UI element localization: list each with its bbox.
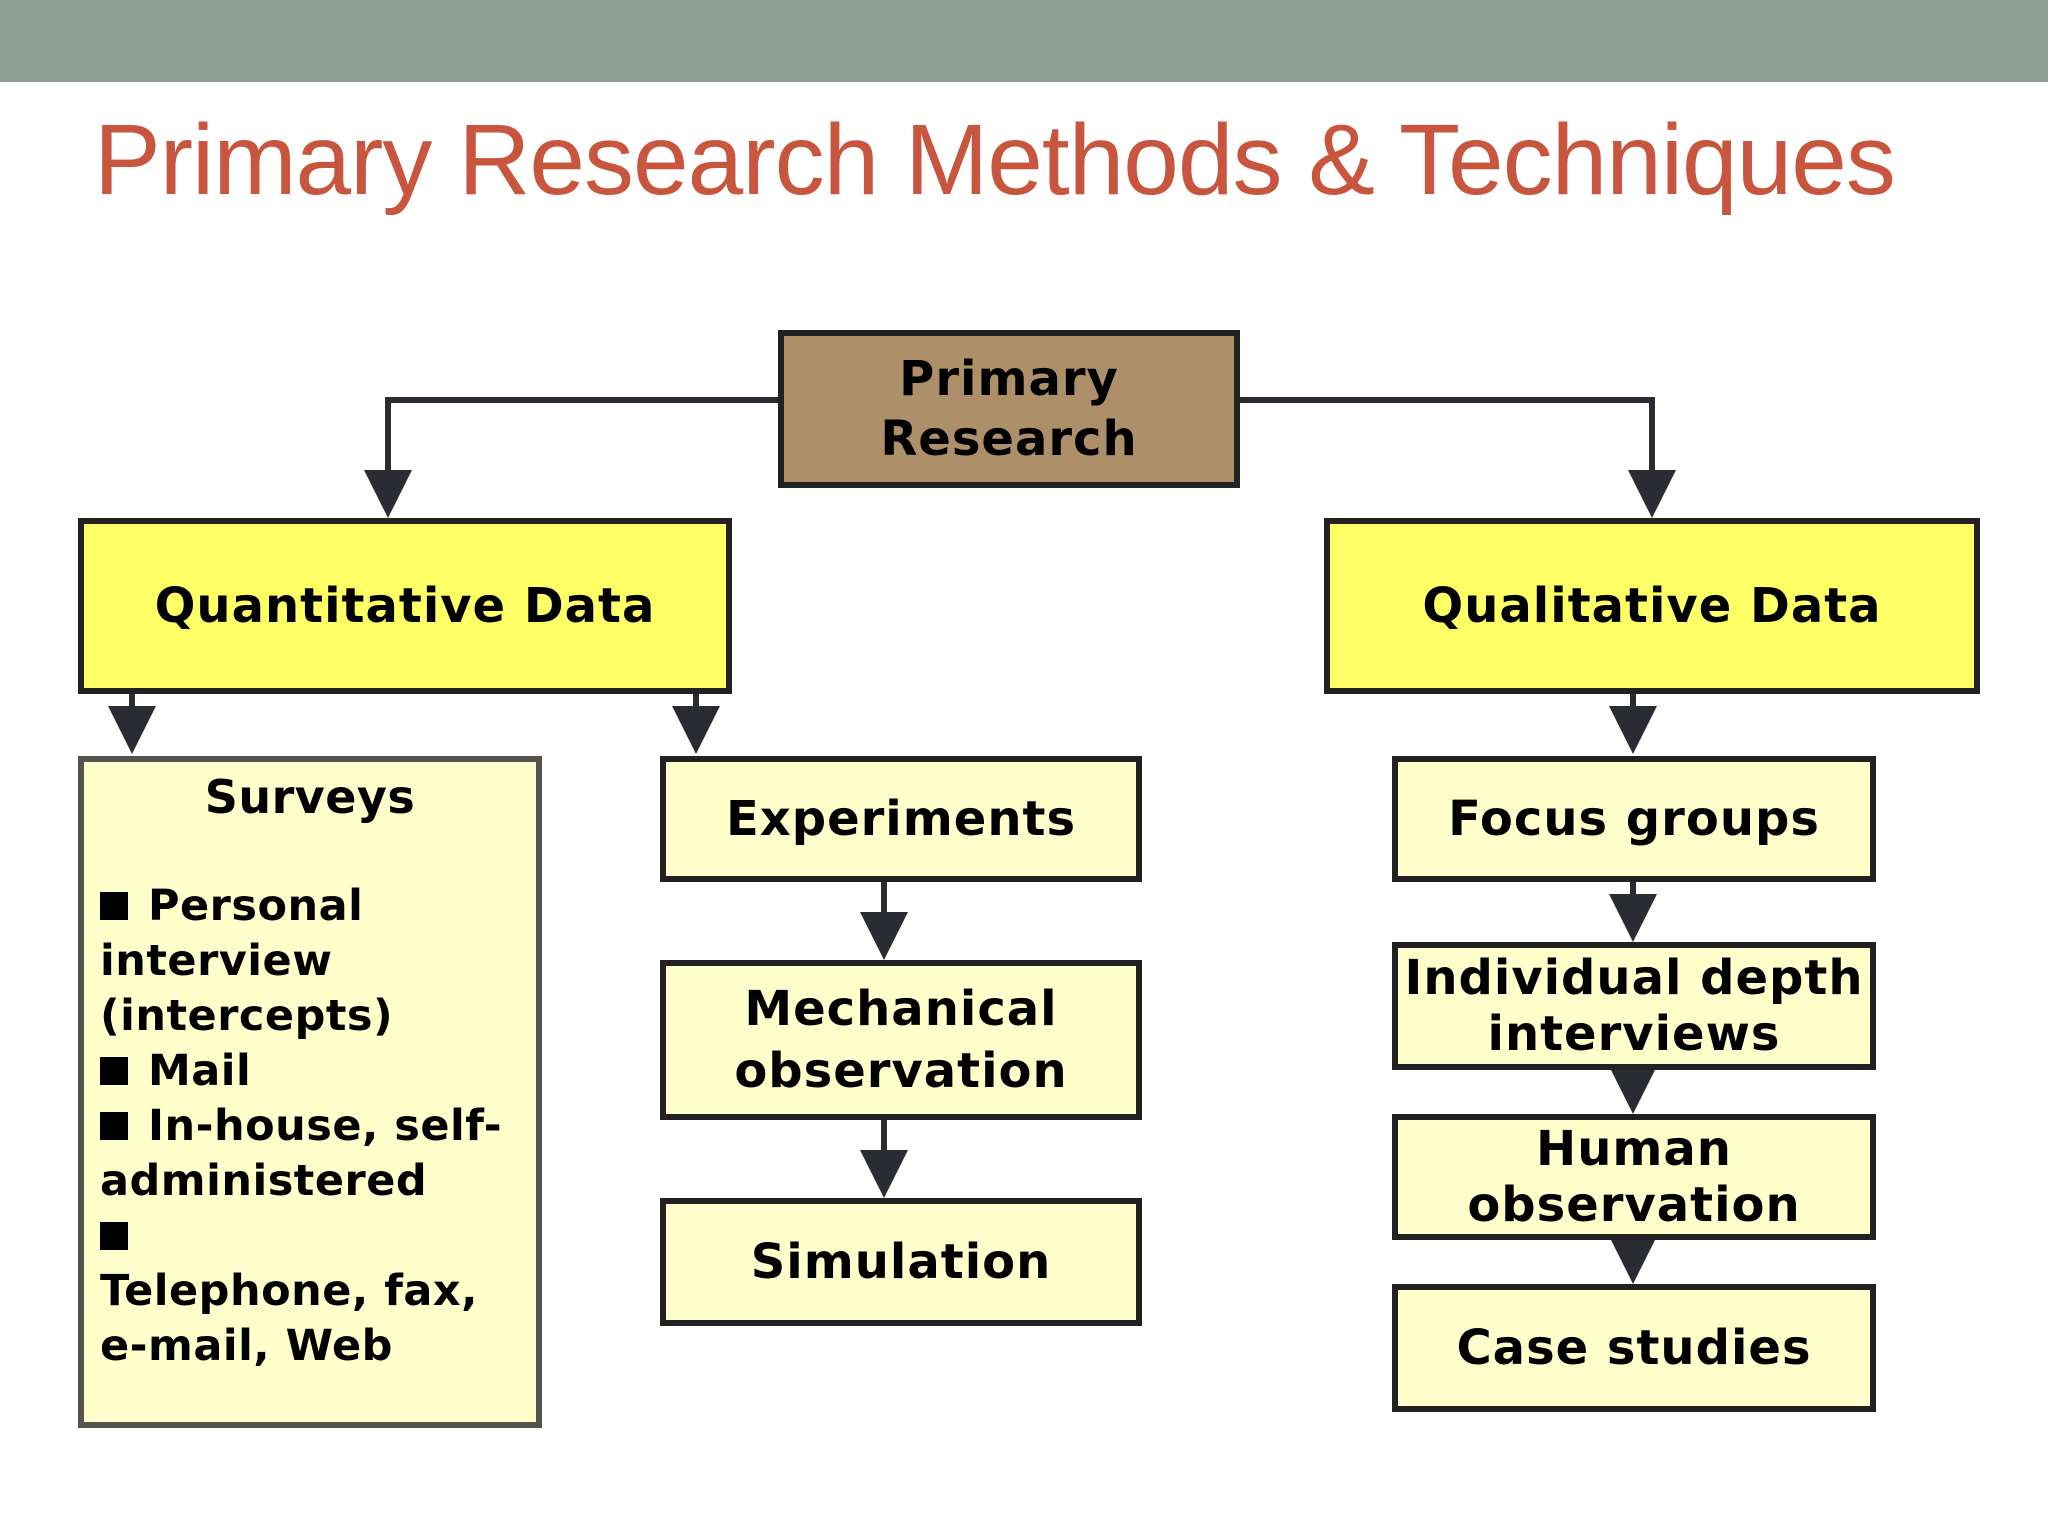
bullet-square-icon [100, 1112, 128, 1140]
surveys-line-1: Personal [100, 879, 520, 934]
node-primary-research: Primary Research [778, 330, 1240, 488]
node-human-observation: Human observation [1392, 1114, 1876, 1240]
surveys-line-6: administered [100, 1156, 428, 1206]
surveys-line-2: interview [100, 936, 333, 986]
node-experiments: Experiments [660, 756, 1142, 882]
node-simulation: Simulation [660, 1198, 1142, 1326]
surveys-line-3: (intercepts) [100, 991, 394, 1041]
bullet-square-icon [100, 892, 128, 920]
surveys-line-4: Mail [100, 1044, 520, 1099]
node-surveys: Surveys Personal interview (intercepts) … [78, 756, 542, 1428]
top-band [0, 0, 2048, 82]
surveys-line-8: Telephone, fax, [100, 1266, 478, 1316]
connector-root-to-qualitative [1238, 397, 1676, 518]
surveys-line-5: In-house, self- [100, 1099, 520, 1154]
node-individual-depth-interviews: Individual depth interviews [1392, 942, 1876, 1070]
slide-title: Primary Research Methods & Techniques [94, 104, 1896, 216]
node-case-studies: Case studies [1392, 1284, 1876, 1412]
connector-root-to-quantitative [364, 397, 780, 518]
bullet-square-icon [100, 1057, 128, 1085]
surveys-line-7 [100, 1209, 520, 1264]
node-qualitative-data: Qualitative Data [1324, 518, 1980, 694]
node-mechanical-observation: Mechanical observation [660, 960, 1142, 1120]
node-quantitative-data: Quantitative Data [78, 518, 732, 694]
surveys-title: Surveys [204, 770, 416, 824]
surveys-line-9: e-mail, Web [100, 1321, 393, 1371]
bullet-square-icon [100, 1222, 128, 1250]
node-focus-groups: Focus groups [1392, 756, 1876, 882]
